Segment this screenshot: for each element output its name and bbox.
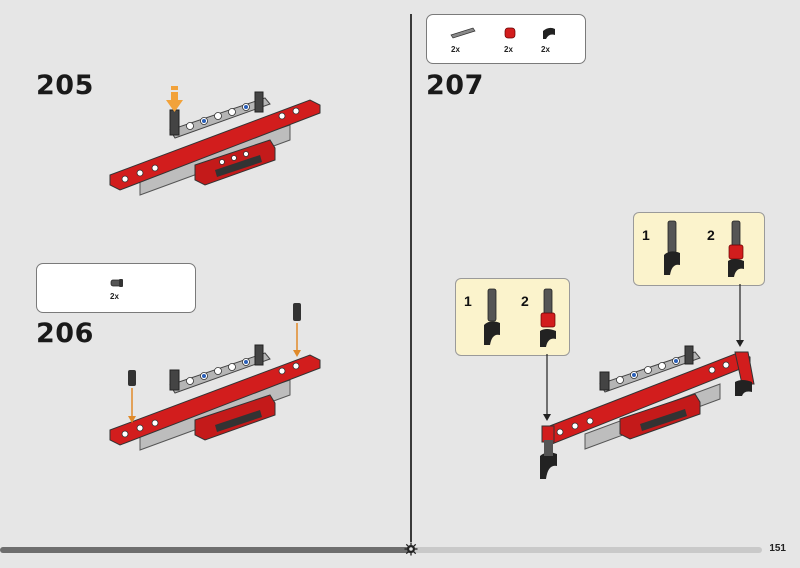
step-206-model [109,303,321,451]
axle-with-bush-icon [728,220,744,277]
part-qty: 2x [541,45,550,54]
black-wedge-icon [543,27,555,39]
parts-callout-206: 2x [36,263,196,313]
page-number: 151 [769,543,786,554]
substep-number: 2 [707,227,715,243]
step-number-206: 206 [36,318,94,349]
page-divider [410,14,412,542]
grey-axle-icon [450,27,476,39]
gear-icon [404,542,418,556]
step-number-205: 205 [36,70,94,101]
part-qty: 2x [451,45,460,54]
axle-with-bush-icon [540,288,556,347]
subassembly-callout-right: 1 2 [633,212,765,286]
axle-with-wedge-icon [484,288,500,345]
red-bush-icon [504,27,516,39]
substep-number: 2 [521,293,529,309]
step-207-model [540,284,755,479]
part-qty: 2x [504,45,513,54]
axle-with-wedge-icon [664,220,680,275]
parts-callout-207: 2x 2x 2x [426,14,586,64]
step-number-207: 207 [426,70,484,101]
substep-number: 1 [642,227,650,243]
axle-pin-icon [110,279,123,287]
step-205-model [109,86,321,196]
part-qty: 2x [110,292,119,301]
substep-number: 1 [464,293,472,309]
subassembly-callout-left: 1 2 [455,278,570,356]
progress-fill [0,547,411,553]
